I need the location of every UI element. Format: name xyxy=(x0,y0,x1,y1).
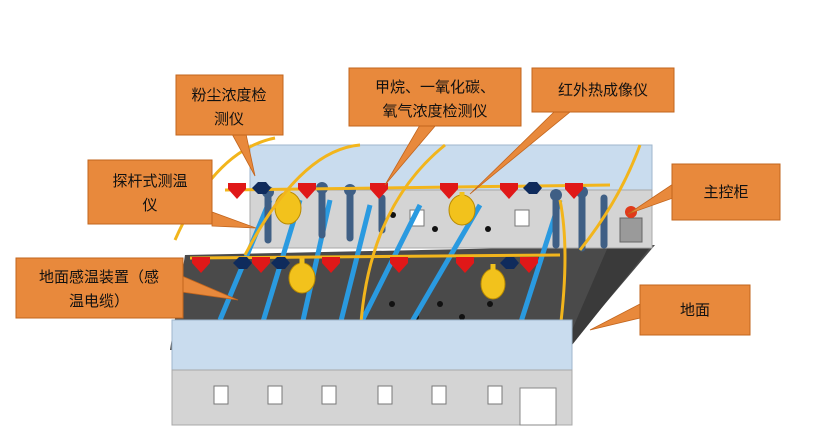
front-wall-windows xyxy=(213,385,503,405)
callout-gas: 甲烷、一氧化碳、 氧气浓度检测仪 xyxy=(348,67,522,127)
label-dust-line1: 粉尘浓度检 xyxy=(191,86,266,104)
callout-dust: 粉尘浓度检 测仪 xyxy=(175,74,284,136)
gas-sensors-lower xyxy=(192,257,538,273)
label-probe-line1: 探杆式测温 xyxy=(112,172,187,190)
vent-dot xyxy=(487,301,493,307)
label-cabinet: 主控柜 xyxy=(703,183,748,201)
callout-probe: 探杆式测温 仪 xyxy=(87,159,213,225)
callout-infrared: 红外热成像仪 xyxy=(531,67,675,113)
front-wall-top xyxy=(171,319,573,371)
probe-heads xyxy=(262,182,588,201)
gas-sensors-upper xyxy=(228,183,583,199)
label-infrared: 红外热成像仪 xyxy=(558,81,648,99)
infrared-bulbs xyxy=(274,191,506,300)
label-probe-line2: 仪 xyxy=(142,196,157,214)
vent-dot xyxy=(389,301,395,307)
vent-dot xyxy=(437,301,443,307)
vent-dot xyxy=(390,212,396,218)
label-cable-line2: 温电缆） xyxy=(69,292,129,310)
callout-pointers xyxy=(181,111,674,331)
label-cable-line1: 地面感温装置（感 xyxy=(39,268,159,286)
front-wall-body xyxy=(171,369,573,426)
back-wall-window xyxy=(514,209,530,227)
vent-dot xyxy=(485,226,491,232)
back-wall-top xyxy=(249,144,653,191)
label-dust-line2: 测仪 xyxy=(214,110,244,128)
dust-sensors xyxy=(233,182,542,269)
vent-dot xyxy=(432,226,438,232)
vent-dot xyxy=(459,314,465,320)
arched-rails xyxy=(173,136,642,341)
callout-ground: 地面 xyxy=(639,284,751,336)
label-gas-line1: 甲烷、一氧化碳、 xyxy=(375,78,495,96)
callout-cabinet: 主控柜 xyxy=(671,163,781,221)
label-gas-line2: 氧气浓度检测仪 xyxy=(382,102,487,120)
label-ground: 地面 xyxy=(680,301,710,319)
front-door xyxy=(519,387,557,426)
cabinet-box xyxy=(619,217,643,243)
callout-cable: 地面感温装置（感 温电缆） xyxy=(15,257,184,319)
